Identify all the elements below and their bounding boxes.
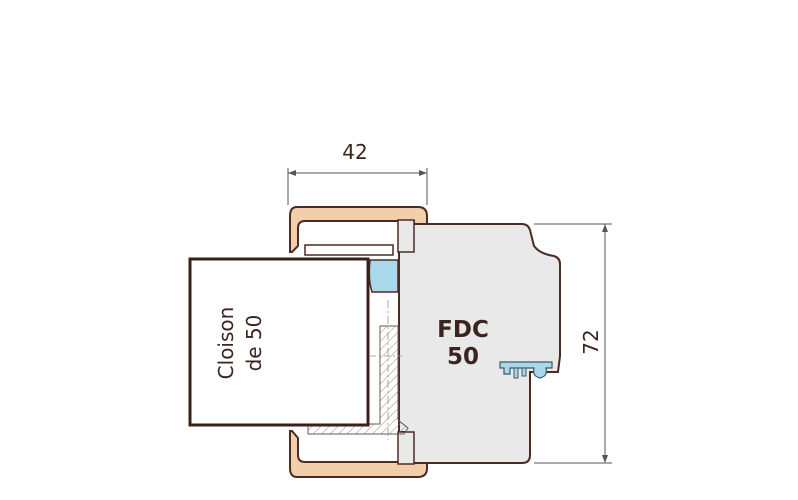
dim-width-arrow-right [419,170,427,176]
wood-jamb-bottom [289,430,428,478]
frame-label-line2: 50 [447,344,479,370]
rubber-gasket [499,361,553,379]
dim-height-arrow-bottom [602,455,608,463]
gasket-tab [513,367,519,379]
dim-width-arrow-left [288,170,296,176]
wall-box [188,257,370,427]
gasket-tab-2 [521,367,527,377]
wall-label-line1: Cloison [214,307,238,380]
dim-height-arrow-top [602,224,608,232]
frame-tongue-bottom [397,431,415,465]
wood-jamb [289,206,428,253]
jamb-channel [304,244,394,256]
glass-seal [368,259,399,293]
dimension-width-label: 42 [342,140,367,164]
wall-label-line2: de 50 [242,315,266,372]
frame-tongue-top [397,219,415,253]
frame-label-line1: FDC [437,317,489,343]
frame-profile [398,223,561,464]
dimension-height-label: 72 [579,329,603,354]
